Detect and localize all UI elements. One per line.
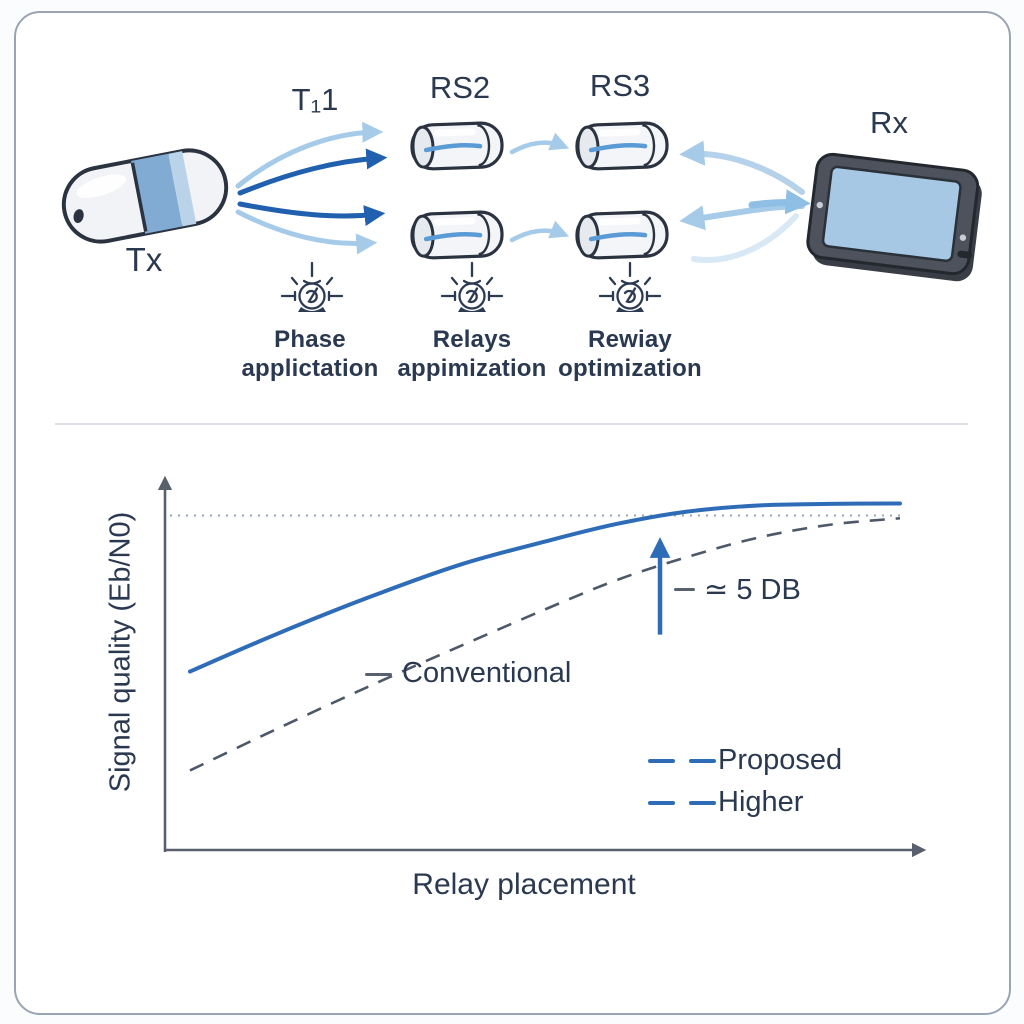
step3-label-line1: Rewiay — [588, 326, 672, 353]
step2-label-line1: Relays — [432, 326, 512, 353]
rs3-rx-converging-arrows — [679, 140, 811, 263]
step3-label-line2: optimization — [558, 355, 702, 382]
rs2-label: RS2 — [429, 70, 491, 105]
step2-label-line2: appimization — [397, 355, 547, 382]
higher-legend-label: Higher — [718, 786, 804, 818]
section-divider — [55, 423, 968, 425]
step1-label-line1: Phase — [274, 326, 346, 353]
rx-label: Rx — [870, 105, 908, 140]
gap-annotation-label: ≃ 5 DB — [704, 574, 801, 606]
higher-legend-dash-2 — [689, 801, 716, 805]
tx-capsule-icon — [61, 147, 229, 244]
gap-annotation-dash — [674, 588, 695, 591]
higher-legend-dash-1 — [648, 801, 675, 805]
step1-label-line2: applictation — [241, 355, 379, 382]
rs3-label: RS3 — [589, 68, 651, 103]
proposed-curve — [188, 501, 902, 674]
proposed-legend-dash-1 — [648, 759, 675, 763]
rs2-to-rs3-arrows — [509, 132, 570, 243]
tx-to-rs2-arrows — [235, 121, 388, 255]
t1-link-label: T₁1 — [291, 82, 339, 117]
relay-diagram-illustration — [61, 0, 982, 314]
proposed-legend-label: Proposed — [718, 744, 843, 776]
conventional-legend-dash — [365, 673, 392, 676]
conventional-curve — [189, 516, 901, 772]
rx-tablet-icon — [806, 152, 982, 282]
tx-label: Tx — [125, 241, 163, 278]
proposed-legend-dash-2 — [689, 759, 716, 763]
conventional-legend-label: Conventional — [402, 657, 572, 689]
x-axis-label: Relay placement — [412, 868, 636, 901]
y-axis-label: Signal quality (Eb/N0) — [104, 511, 137, 793]
